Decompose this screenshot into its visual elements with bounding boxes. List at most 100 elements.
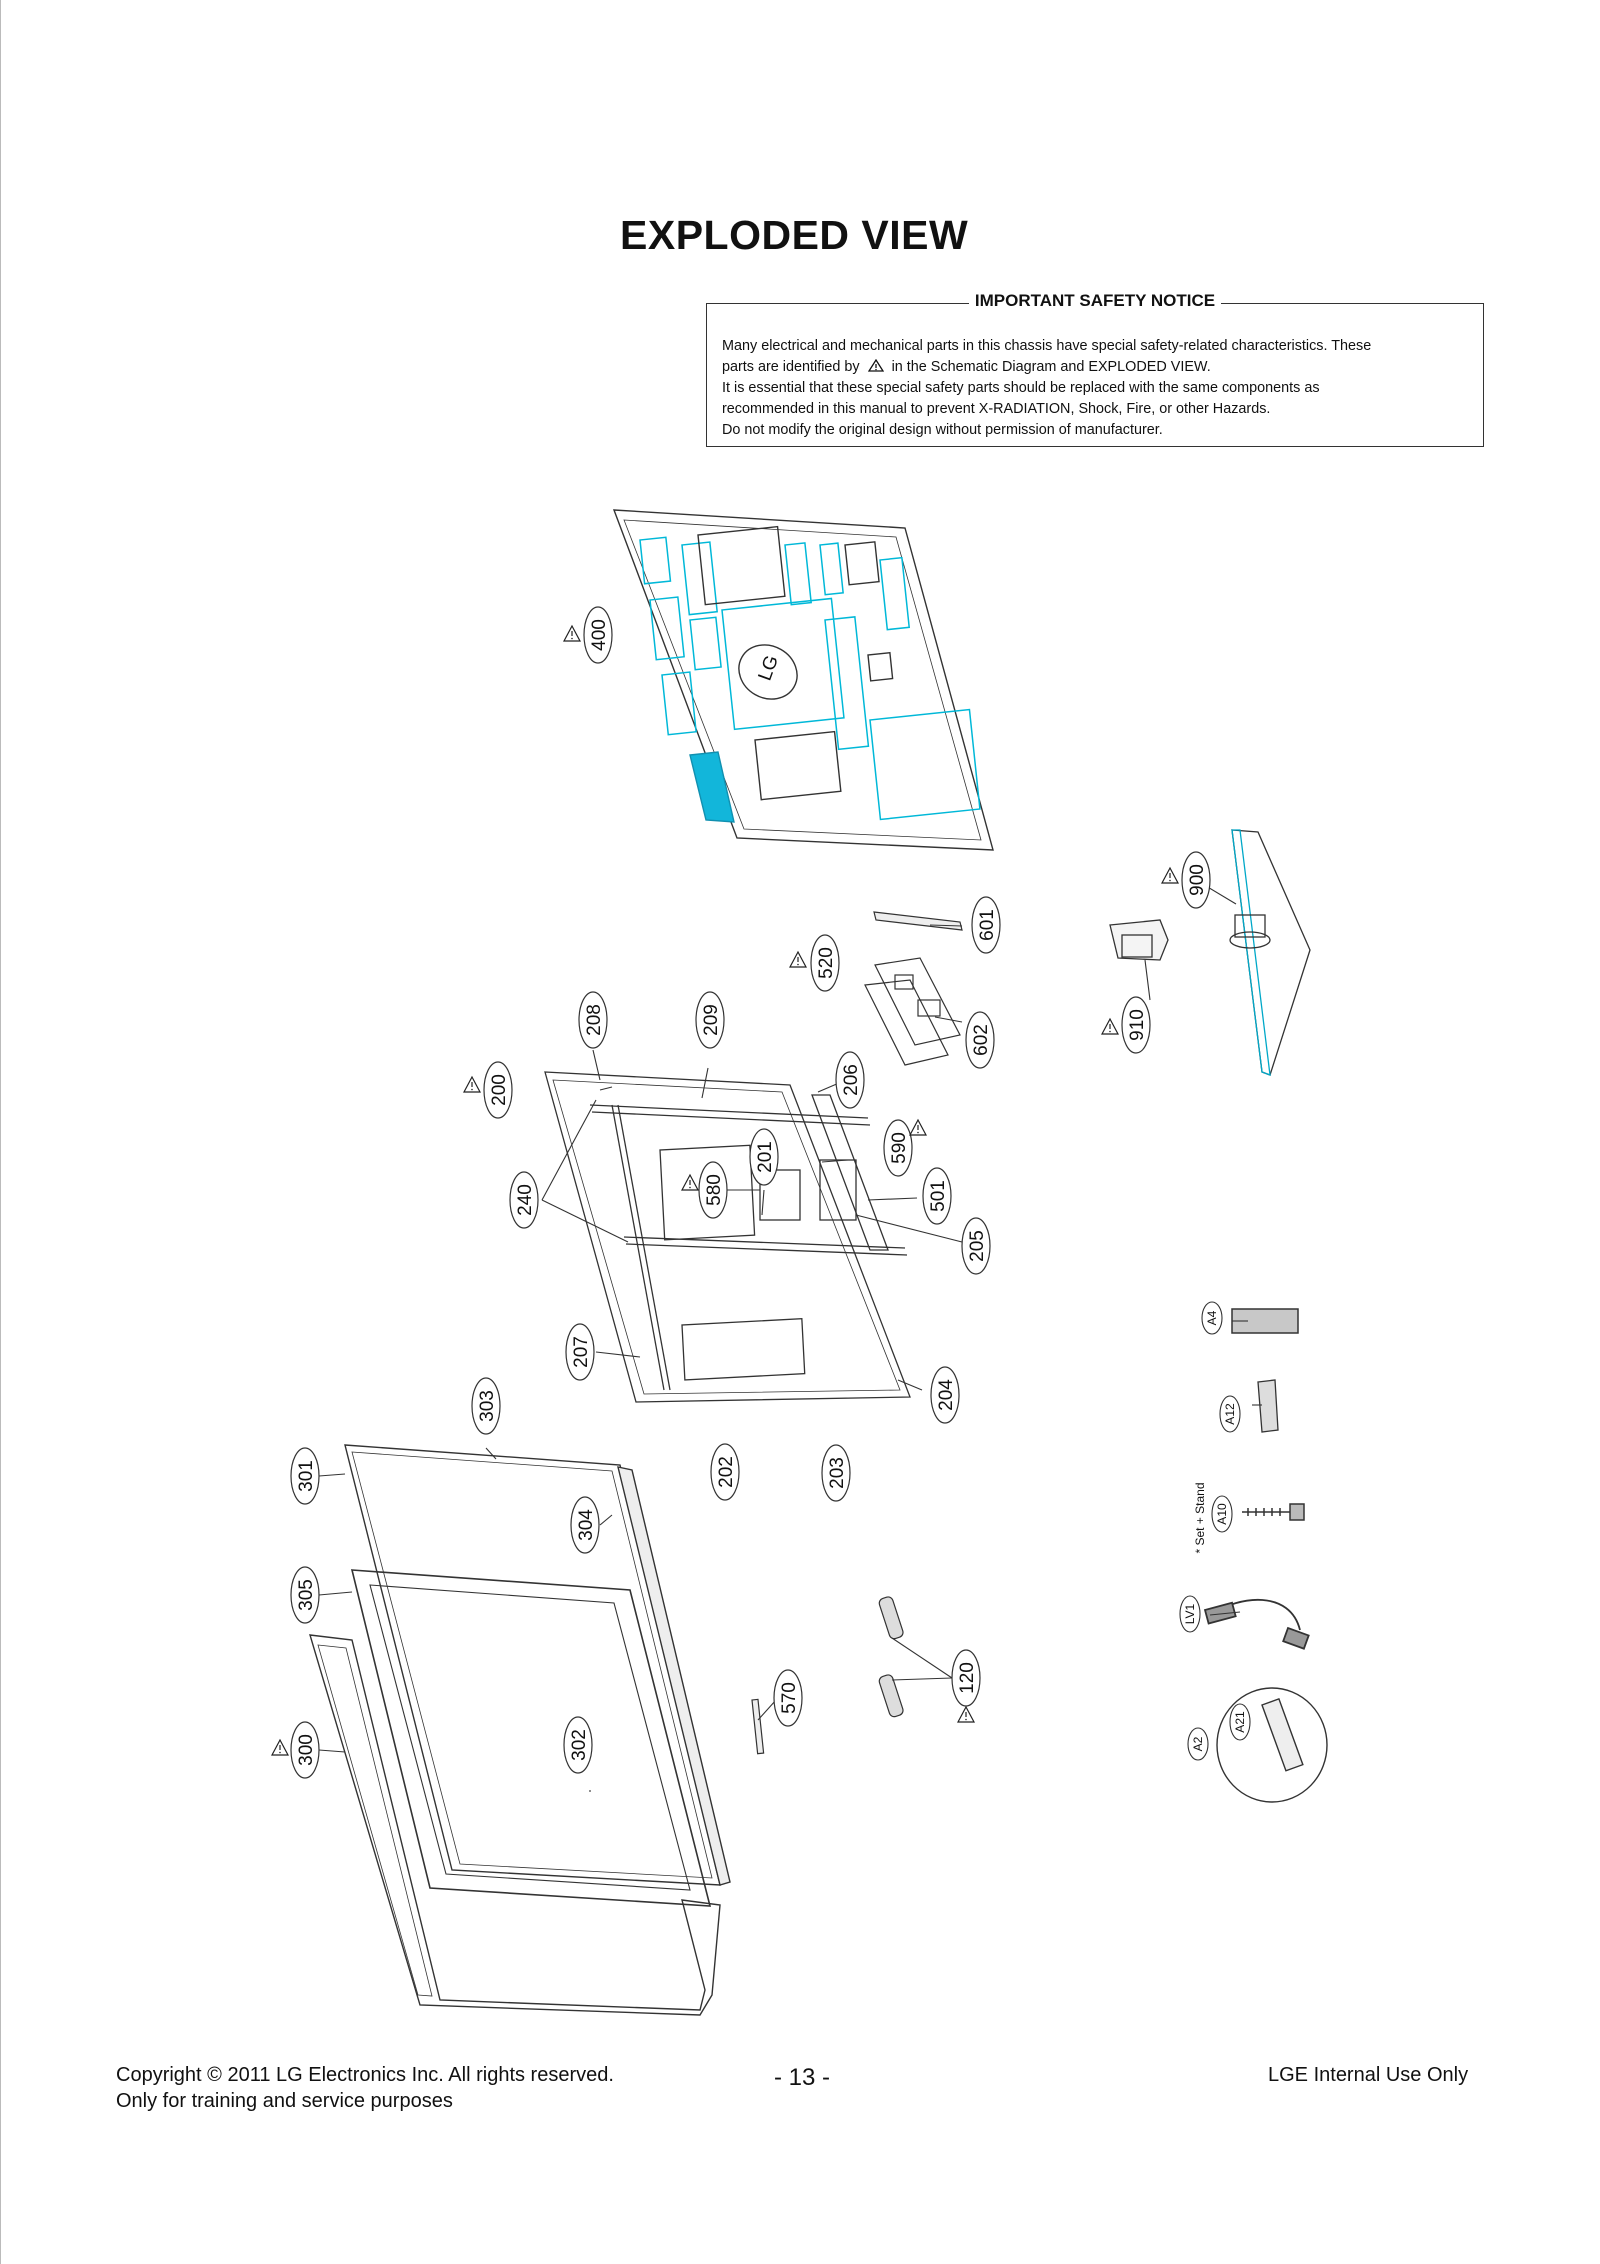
svg-text:A2: A2: [1191, 1736, 1205, 1751]
callout-301: 301: [290, 1447, 320, 1505]
svg-text:207: 207: [571, 1336, 592, 1368]
callout-590: 590: [883, 1119, 927, 1177]
svg-text:601: 601: [977, 909, 998, 941]
lg-logo-text: LG: [755, 653, 783, 684]
svg-text:303: 303: [477, 1390, 498, 1422]
callout-201: 201: [749, 1128, 779, 1186]
notice-line: It is essential that these special safet…: [722, 380, 1320, 396]
callout-601: 601: [971, 896, 1001, 954]
svg-text:204: 204: [936, 1379, 957, 1411]
callout-300: 300: [271, 1721, 320, 1779]
front-cabinet: [309, 1634, 721, 2016]
footer-copyright: Copyright © 2011 LG Electronics Inc. All…: [116, 2062, 614, 2114]
warning-triangle-icon: [789, 951, 807, 968]
callout-200: 200: [463, 1061, 513, 1119]
warning-triangle-icon: [463, 1076, 481, 1093]
callout-208: 208: [578, 991, 608, 1049]
svg-text:910: 910: [1127, 1009, 1148, 1041]
svg-text:590: 590: [889, 1132, 910, 1164]
safety-notice-body: Many electrical and mechanical parts in …: [722, 336, 1471, 441]
svg-text:300: 300: [296, 1734, 317, 1766]
callout-207: 207: [565, 1323, 595, 1381]
svg-text:120: 120: [957, 1662, 978, 1694]
warning-triangle-icon: [957, 1706, 975, 1723]
safety-notice-box: IMPORTANT SAFETY NOTICE Many electrical …: [706, 291, 1484, 447]
svg-text:570: 570: [779, 1682, 800, 1714]
accessory-remote-detail: [1216, 1687, 1328, 1803]
accessory-cable: [1203, 1599, 1310, 1650]
notice-line: parts are identified by in the Schematic…: [722, 358, 1211, 375]
svg-text:302: 302: [569, 1729, 590, 1761]
callout-209: 209: [695, 991, 725, 1049]
callout-602: 602: [965, 1011, 995, 1069]
lcd-module: [344, 1444, 731, 1886]
svg-text:301: 301: [296, 1460, 317, 1492]
svg-text:209: 209: [701, 1004, 722, 1036]
svg-text:LV1: LV1: [1183, 1603, 1197, 1624]
svg-text:520: 520: [816, 947, 837, 979]
main-board: [864, 957, 961, 1066]
svg-text:A10: A10: [1215, 1503, 1229, 1525]
warning-triangle-icon: [563, 625, 581, 642]
callout-A4: A4: [1201, 1301, 1223, 1335]
callout-LV1: LV1: [1179, 1595, 1201, 1633]
stand-base: [1229, 829, 1311, 1076]
stand-neck: [1109, 919, 1169, 961]
callout-120: 120: [951, 1649, 981, 1723]
callout-910: 910: [1101, 996, 1151, 1054]
callout-520: 520: [789, 934, 840, 992]
svg-text:A21: A21: [1233, 1711, 1247, 1733]
svg-text:900: 900: [1187, 864, 1208, 896]
callout-900: 900: [1161, 851, 1211, 909]
callout-206: 206: [835, 1051, 865, 1109]
callout-205: 205: [961, 1217, 991, 1275]
warning-triangle-icon: [1161, 867, 1179, 884]
page-title: EXPLODED VIEW: [620, 212, 969, 258]
page-number: - 13 -: [774, 2064, 831, 2091]
leader-lines: [318, 879, 1262, 1792]
notice-line: Many electrical and mechanical parts in …: [722, 338, 1372, 354]
svg-text:A4: A4: [1205, 1310, 1219, 1325]
svg-text:501: 501: [928, 1180, 949, 1212]
callout-305: 305: [290, 1566, 320, 1624]
svg-text:203: 203: [827, 1457, 848, 1489]
callout-A12: A12: [1219, 1395, 1241, 1433]
callout-202: 202: [710, 1443, 740, 1501]
svg-text:240: 240: [515, 1184, 536, 1216]
callout-204: 204: [930, 1366, 960, 1424]
svg-text:305: 305: [296, 1579, 317, 1611]
callout-570: 570: [773, 1669, 803, 1727]
warning-triangle-icon: [681, 1174, 699, 1191]
safety-notice-heading: IMPORTANT SAFETY NOTICE: [968, 291, 1222, 310]
accessory-screw: [1242, 1503, 1305, 1521]
back-cover: [612, 509, 994, 851]
callout-240: 240: [509, 1171, 539, 1229]
warning-triangle-icon: [864, 358, 892, 375]
set-stand-note: * Set + Stand: [1193, 1482, 1207, 1553]
callout-580: 580: [681, 1161, 728, 1219]
svg-text:580: 580: [704, 1174, 725, 1206]
callout-303: 303: [471, 1377, 501, 1435]
svg-text:A12: A12: [1223, 1403, 1237, 1425]
speakers: [878, 1596, 904, 1718]
callout-A2: A2: [1187, 1727, 1209, 1761]
svg-text:201: 201: [755, 1141, 776, 1173]
page-edge: [0, 0, 1, 2264]
svg-text:400: 400: [589, 619, 610, 651]
svg-text:602: 602: [971, 1024, 992, 1056]
ir-bracket: [751, 1698, 765, 1755]
svg-text:304: 304: [576, 1509, 597, 1541]
svg-text:202: 202: [716, 1456, 737, 1488]
warning-triangle-icon: [271, 1739, 289, 1756]
accessory-bracket: [1257, 1379, 1279, 1433]
svg-text:206: 206: [841, 1064, 862, 1096]
callout-302: 302: [563, 1716, 593, 1774]
callout-400: 400: [563, 606, 613, 664]
svg-text:208: 208: [584, 1004, 605, 1036]
training-text: Only for training and service purposes: [116, 2090, 453, 2112]
callout-304: 304: [570, 1496, 600, 1554]
svg-text:205: 205: [967, 1230, 988, 1262]
notice-line: Do not modify the original design withou…: [722, 422, 1163, 438]
internal-use-label: LGE Internal Use Only: [1268, 2064, 1469, 2086]
